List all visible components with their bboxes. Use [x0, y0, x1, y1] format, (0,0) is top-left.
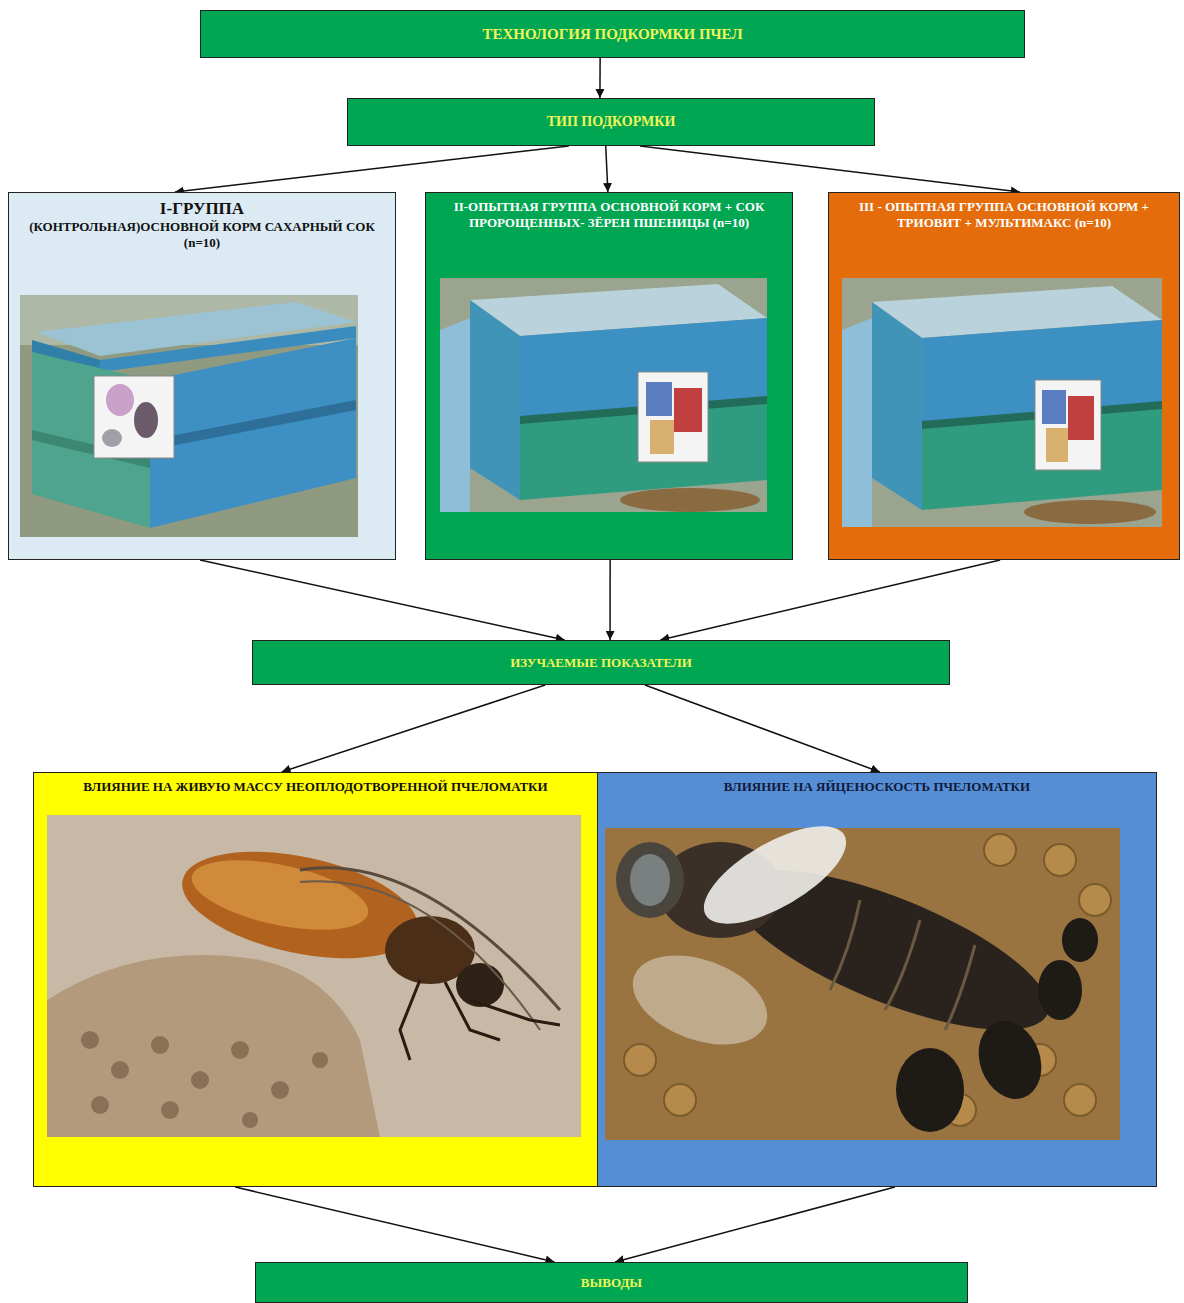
indicator-panel: ВЛИЯНИЕ НА ЖИВУЮ МАССУ НЕОПЛОДОТВОРЕННОЙ… — [33, 772, 598, 1187]
flow-arrow — [645, 685, 880, 772]
category-bar: ТИП ПОДКОРМКИ — [347, 98, 875, 146]
text-stack: ТИП ПОДКОРМКИ — [358, 114, 864, 131]
text-stack: III - ОПЫТНАЯ ГРУППА ОСНОВНОЙ КОРМ + ТРИ… — [841, 199, 1167, 230]
text-stack: ИЗУЧАЕМЫЕ ПОКАЗАТЕЛИ — [263, 655, 939, 671]
node-label: ИЗУЧАЕМЫЕ ПОКАЗАТЕЛИ — [510, 655, 692, 671]
node-label: ВЛИЯНИЕ НА ЖИВУЮ МАССУ НЕОПЛОДОТВОРЕННОЙ… — [83, 779, 547, 795]
group-panel: I-ГРУППА(КОНТРОЛЬНАЯ)ОСНОВНОЙ КОРМ САХАР… — [8, 192, 396, 560]
node-label: ВЛИЯНИЕ НА ЯЙЦЕНОСКОСТЬ ПЧЕЛОМАТКИ — [724, 779, 1030, 795]
node-label: II-ОПЫТНАЯ ГРУППА ОСНОВНОЙ КОРМ + СОК ПР… — [438, 199, 780, 230]
node-label: ТИП ПОДКОРМКИ — [547, 114, 676, 131]
text-stack: I-ГРУППА(КОНТРОЛЬНАЯ)ОСНОВНОЙ КОРМ САХАР… — [21, 199, 383, 251]
title-bar: ТЕХНОЛОГИЯ ПОДКОРМКИ ПЧЕЛ — [200, 10, 1025, 58]
text-stack: ВЛИЯНИЕ НА ЯЙЦЕНОСКОСТЬ ПЧЕЛОМАТКИ — [610, 779, 1144, 795]
node-label: ВЫВОДЫ — [581, 1275, 642, 1291]
flow-arrow — [200, 560, 565, 640]
text-stack: ВЛИЯНИЕ НА ЖИВУЮ МАССУ НЕОПЛОДОТВОРЕННОЙ… — [46, 779, 585, 795]
flow-arrow — [660, 560, 1000, 640]
flow-arrow — [282, 685, 546, 772]
node-label: (КОНТРОЛЬНАЯ)ОСНОВНОЙ КОРМ САХАРНЫЙ СОК … — [21, 219, 383, 250]
flow-arrow — [615, 1187, 895, 1262]
flow-arrow — [609, 560, 611, 640]
indicator-panel: ВЛИЯНИЕ НА ЯЙЦЕНОСКОСТЬ ПЧЕЛОМАТКИ — [597, 772, 1157, 1187]
group-panel: III - ОПЫТНАЯ ГРУППА ОСНОВНОЙ КОРМ + ТРИ… — [828, 192, 1180, 560]
flow-arrow — [640, 146, 1020, 192]
flow-arrow — [235, 1187, 554, 1262]
indicator-bar: ИЗУЧАЕМЫЕ ПОКАЗАТЕЛИ — [252, 640, 950, 685]
flow-arrow — [606, 146, 608, 192]
text-stack: II-ОПЫТНАЯ ГРУППА ОСНОВНОЙ КОРМ + СОК ПР… — [438, 199, 780, 230]
text-stack: ВЫВОДЫ — [266, 1275, 957, 1291]
node-label: I-ГРУППА — [160, 199, 244, 219]
group-panel: II-ОПЫТНАЯ ГРУППА ОСНОВНОЙ КОРМ + СОК ПР… — [425, 192, 793, 560]
node-label: ТЕХНОЛОГИЯ ПОДКОРМКИ ПЧЕЛ — [482, 25, 742, 43]
node-label: III - ОПЫТНАЯ ГРУППА ОСНОВНОЙ КОРМ + ТРИ… — [841, 199, 1167, 230]
flow-arrow — [175, 146, 569, 192]
text-stack: ТЕХНОЛОГИЯ ПОДКОРМКИ ПЧЕЛ — [211, 25, 1014, 43]
flow-arrow — [599, 58, 601, 98]
conclusion-bar: ВЫВОДЫ — [255, 1262, 968, 1303]
